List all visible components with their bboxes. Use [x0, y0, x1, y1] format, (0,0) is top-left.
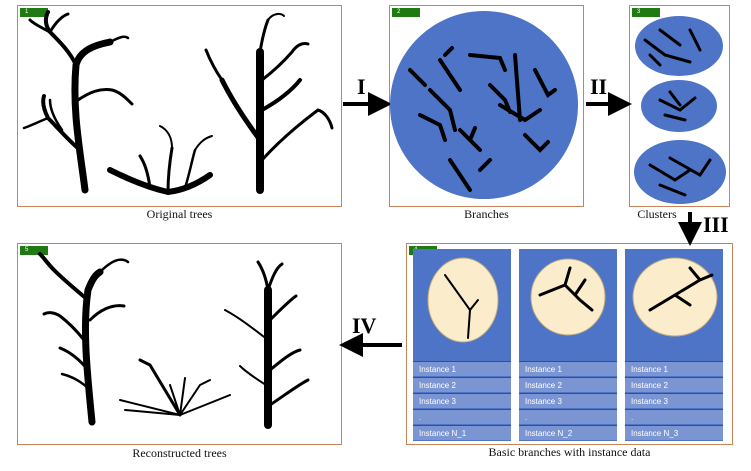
step-label-4: IV [352, 313, 377, 338]
step-label-2: II [590, 74, 608, 99]
panel-badge: 3 [632, 8, 660, 17]
branches-circle [390, 11, 578, 199]
caption-original-trees: Original trees [146, 207, 213, 221]
cluster-branches [643, 28, 712, 197]
instance-row: Instance 3 [625, 393, 723, 408]
basic-branch-oval [530, 258, 606, 336]
instance-row: Instance N_1 [413, 425, 511, 440]
caption-clusters: Clusters [637, 207, 677, 221]
original-tree-left [22, 10, 134, 194]
reconstructed-tree-right [224, 260, 310, 429]
instance-row: Instance 3 [413, 393, 511, 408]
instance-row: Instance N_2 [519, 425, 617, 440]
basic-branch-shapes [444, 266, 714, 339]
original-tree-right [204, 12, 334, 194]
instance-row: Instance 2 [625, 377, 723, 392]
reconstructed-tree-left [38, 252, 130, 426]
instance-row: Instance 2 [519, 377, 617, 392]
instance-row: Instance 1 [519, 361, 617, 376]
step-label-3: III [703, 212, 729, 237]
instance-row: . [625, 409, 723, 424]
instance-row: Instance 1 [413, 361, 511, 376]
cluster-ellipse [634, 140, 726, 204]
caption-branches: Branches [464, 207, 509, 221]
panel-badge: 1 [20, 8, 48, 17]
instance-row: Instance 3 [519, 393, 617, 408]
step-label-1: I [357, 74, 366, 99]
panel-original-trees: 1 [17, 5, 342, 207]
instance-row: Instance 1 [625, 361, 723, 376]
caption-basic-branches: Basic branches with instance data [488, 445, 651, 459]
original-tree-middle [107, 125, 213, 196]
panel-badge: 5 [20, 246, 48, 255]
instance-row: . [413, 409, 511, 424]
branch-fragments [408, 46, 557, 192]
reconstructed-tree-middle [119, 358, 231, 417]
panel-badge: 2 [392, 8, 420, 17]
caption-reconstructed-trees: Reconstructed trees [132, 446, 227, 460]
instance-row: . [519, 409, 617, 424]
instance-row: Instance N_3 [625, 425, 723, 440]
basic-branch-oval [632, 257, 718, 337]
instance-row: Instance 2 [413, 377, 511, 392]
